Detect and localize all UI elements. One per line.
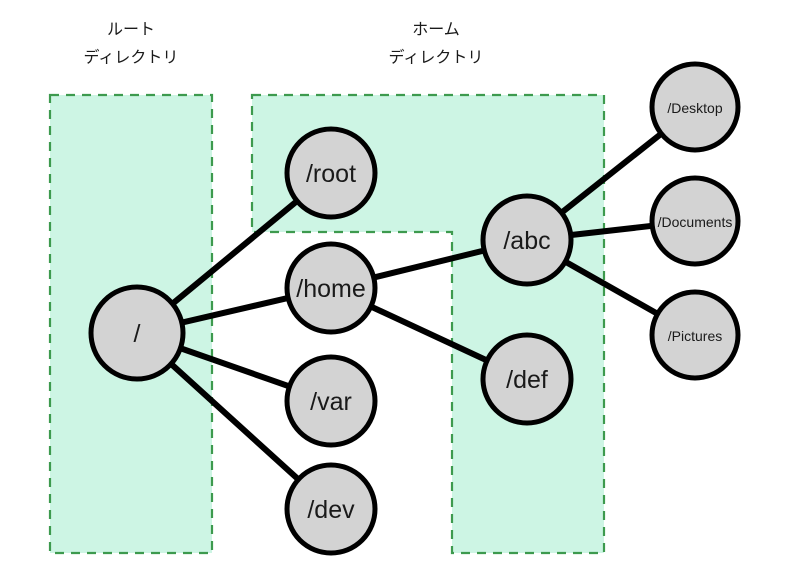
- node-circle-abc[interactable]: [480, 193, 574, 287]
- region-caption-home-directory-line1: ホーム: [412, 22, 460, 39]
- node-circle-desktop[interactable]: [649, 61, 741, 153]
- node-dev[interactable]: /dev: [284, 462, 378, 556]
- node-label-abc: /abc: [503, 227, 550, 255]
- node-circle-home[interactable]: [284, 241, 378, 335]
- node-desktop[interactable]: /Desktop: [649, 61, 741, 153]
- node-label-def: /def: [506, 366, 548, 394]
- node-abc[interactable]: /abc: [480, 193, 574, 287]
- node-circle-root[interactable]: [284, 126, 378, 220]
- node-circle-var[interactable]: [284, 354, 378, 448]
- node-slash[interactable]: /: [88, 284, 186, 382]
- node-circle-slash[interactable]: [88, 284, 186, 382]
- node-label-documents: /Documents: [658, 214, 733, 230]
- node-label-home: /home: [296, 275, 365, 303]
- node-var[interactable]: /var: [284, 354, 378, 448]
- region-caption-home-directory-line2: ディレクトリ: [389, 48, 484, 67]
- node-circle-pictures[interactable]: [649, 289, 741, 381]
- node-circle-documents[interactable]: [649, 175, 741, 267]
- nodes-layer: / /root/home/var/dev/abc/def/Desktop/Docu…: [88, 61, 741, 556]
- node-label-pictures: /Pictures: [668, 328, 722, 344]
- node-pictures[interactable]: /Pictures: [649, 289, 741, 381]
- node-label-dev: /dev: [307, 496, 355, 524]
- node-circle-dev[interactable]: [284, 462, 378, 556]
- node-def[interactable]: /def: [480, 332, 574, 426]
- node-label-slash: /: [134, 320, 141, 348]
- node-label-desktop: /Desktop: [667, 100, 722, 116]
- node-label-var: /var: [310, 388, 352, 416]
- node-root[interactable]: /root: [284, 126, 378, 220]
- node-home[interactable]: /home: [284, 241, 378, 335]
- node-circle-def[interactable]: [480, 332, 574, 426]
- region-caption-root-directory-line2: ディレクトリ: [84, 48, 179, 67]
- region-caption-root-directory-line1: ルート: [107, 22, 155, 39]
- node-documents[interactable]: /Documents: [649, 175, 741, 267]
- node-label-root: /root: [306, 160, 356, 188]
